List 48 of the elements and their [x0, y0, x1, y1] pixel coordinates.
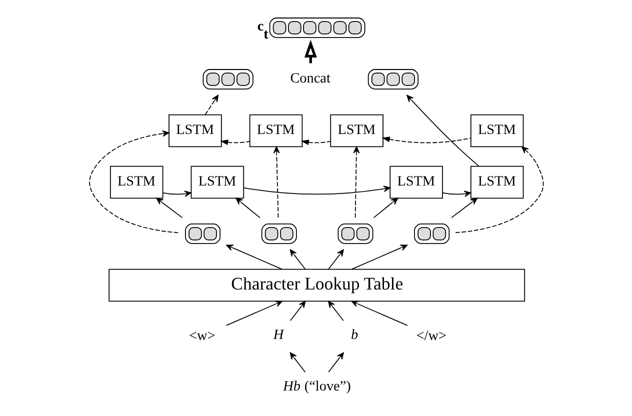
node-bar [184, 224, 220, 244]
node-box: LSTM [190, 166, 244, 199]
node-bar [367, 69, 418, 90]
arrow [242, 186, 390, 195]
arrow [204, 94, 218, 116]
node-bar [260, 224, 296, 244]
arrow [454, 146, 544, 234]
node-box: LSTM [389, 166, 442, 199]
arrow [162, 190, 191, 197]
node-box: LSTM [168, 114, 222, 148]
arrow [225, 300, 282, 326]
arrow [352, 146, 360, 218]
node-box: LSTM [470, 114, 524, 148]
arrow [328, 300, 344, 322]
node-box: LSTM [470, 166, 524, 199]
node-box: LSTM [109, 166, 163, 199]
node-bar [337, 224, 373, 244]
arrow [289, 352, 306, 373]
arrow [372, 198, 398, 218]
arrow [328, 249, 344, 270]
node-text: </w> [416, 328, 446, 344]
node-box: Character Lookup Table [108, 268, 525, 302]
arrow [220, 140, 250, 146]
node-text: Hb (“love”) [282, 378, 350, 395]
arrow [328, 352, 344, 373]
arrow [442, 190, 471, 197]
arrow [300, 140, 330, 146]
node-bar [202, 69, 253, 90]
arrow [272, 146, 280, 218]
arrow [289, 300, 306, 322]
node-text: <w> [188, 328, 215, 344]
arrow [350, 244, 408, 270]
node-text: H [272, 327, 284, 344]
node-box: LSTM [248, 114, 302, 148]
arrow [156, 198, 182, 218]
arrow [381, 136, 471, 144]
arrow [350, 300, 408, 326]
node-bar [414, 224, 450, 244]
node-text: b [350, 327, 358, 344]
node-bar [268, 18, 365, 38]
node-box: LSTM [330, 114, 383, 148]
arrow [235, 198, 260, 218]
arrow [88, 130, 178, 234]
arrow [226, 244, 282, 270]
arrow [289, 249, 306, 270]
arrow [406, 94, 479, 167]
node-text: Concat [290, 70, 330, 87]
arrow [450, 198, 478, 218]
